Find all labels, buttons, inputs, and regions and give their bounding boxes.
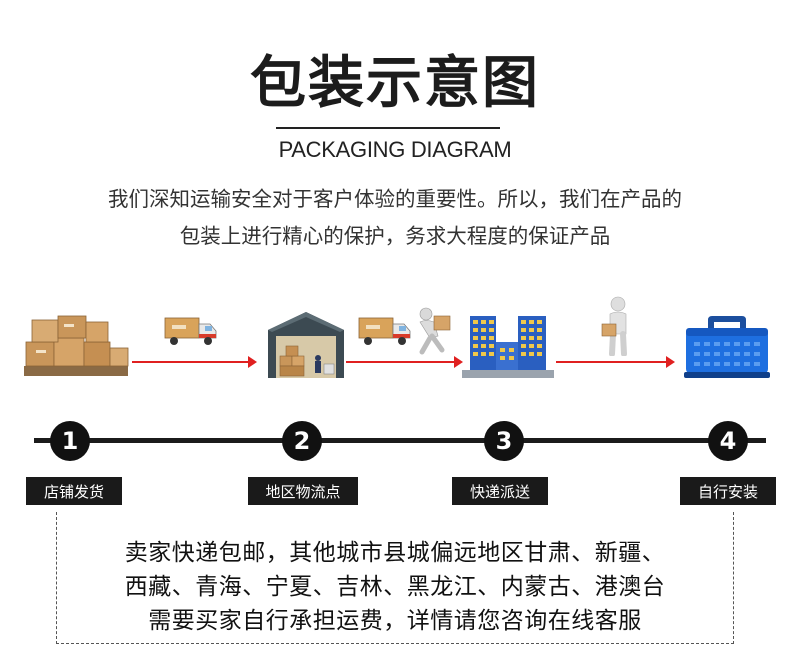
title-divider — [276, 127, 500, 129]
shipping-note-line-3: 需要买家自行承担运费，详情请您咨询在线客服 — [148, 608, 642, 634]
warehouse-icon — [268, 312, 344, 378]
flow-arrow-1 — [132, 356, 257, 368]
office-building-icon — [462, 316, 554, 378]
step-3-circle: 3 — [484, 421, 524, 461]
step-1-label: 店铺发货 — [26, 477, 122, 505]
step-1-circle: 1 — [50, 421, 90, 461]
truck-icon — [358, 317, 411, 345]
step-2-circle: 2 — [282, 421, 322, 461]
person-carrying-icon — [601, 296, 627, 356]
intro-line-1: 我们深知运输安全对于客户体验的重要性。所以，我们在产品的 — [108, 187, 682, 211]
truck-icon — [164, 317, 217, 345]
courier-figure-icon — [419, 307, 451, 355]
cardboard-boxes-icon — [24, 315, 129, 376]
page-title: 包装示意图 — [250, 51, 540, 116]
flow-arrow-2 — [346, 356, 463, 368]
shipping-note-box — [56, 512, 734, 644]
flow-arrow-3 — [556, 356, 675, 368]
shipping-note-line-1: 卖家快递包邮，其他城市县城偏远地区甘肃、新疆、 — [124, 540, 666, 566]
intro-line-2: 包装上进行精心的保护，务求大程度的保证产品 — [179, 224, 611, 248]
step-2-label: 地区物流点 — [248, 477, 358, 505]
shipping-note-line-2: 西藏、青海、宁夏、吉林、黑龙江、内蒙古、港澳台 — [124, 574, 666, 600]
step-3-label: 快递派送 — [452, 477, 548, 505]
step-4-label: 自行安装 — [680, 477, 776, 505]
page-subtitle: PACKAGING DIAGRAM — [278, 137, 512, 162]
toolbox-icon — [684, 316, 770, 378]
timeline-bar — [34, 438, 766, 443]
step-4-circle: 4 — [708, 421, 748, 461]
